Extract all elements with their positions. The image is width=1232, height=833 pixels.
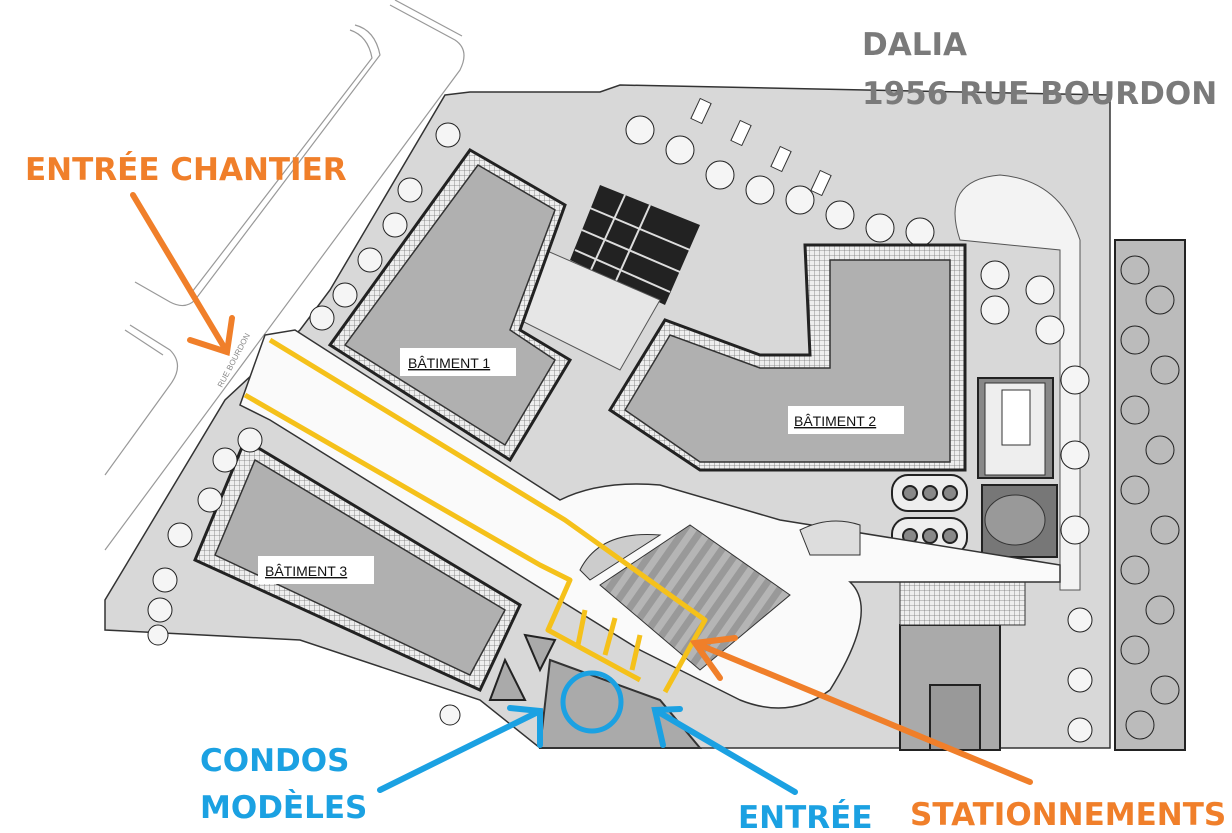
top-parking-stalls bbox=[690, 97, 832, 197]
trees-top bbox=[625, 115, 1093, 743]
tree-strip-trees bbox=[1120, 255, 1180, 740]
parking-lot bbox=[599, 524, 791, 671]
model-condos-arrow bbox=[377, 705, 543, 793]
model-condos-marker bbox=[560, 670, 624, 734]
site-entrance-arrow bbox=[130, 192, 235, 356]
building-2-label-bg bbox=[788, 406, 904, 434]
project-address: 1956 RUE BOURDON bbox=[862, 76, 1217, 112]
trees-left bbox=[147, 122, 461, 726]
model-condos-label-line1: CONDOS bbox=[200, 743, 349, 779]
entrance-label: ENTRÉE bbox=[738, 800, 873, 833]
building-lower-right bbox=[899, 579, 1026, 751]
play-structure bbox=[981, 484, 1058, 558]
tree-strip bbox=[1114, 239, 1186, 751]
building-2-label: BÂTIMENT 2 bbox=[794, 413, 876, 429]
building-3-label-bg bbox=[258, 556, 374, 584]
site-entrance-label: ENTRÉE CHANTIER bbox=[25, 152, 347, 188]
parking-arrow bbox=[689, 635, 1033, 785]
model-condos-label-line2: MODÈLES bbox=[200, 790, 367, 826]
building-3-label: BÂTIMENT 3 bbox=[265, 563, 347, 579]
access-road bbox=[239, 329, 1061, 709]
planters bbox=[891, 474, 968, 555]
building-1-label: BÂTIMENT 1 bbox=[408, 355, 490, 371]
entrance-arrow bbox=[651, 706, 798, 795]
pool-area bbox=[977, 377, 1054, 479]
project-name: DALIA bbox=[862, 27, 967, 63]
parking-label: STATIONNEMENTS bbox=[910, 797, 1226, 833]
roundabout-island bbox=[799, 520, 861, 556]
triangle-planters bbox=[488, 633, 557, 701]
construction-route-outline bbox=[243, 337, 708, 694]
construction-route-ticks bbox=[575, 609, 643, 671]
playground-area bbox=[954, 174, 1081, 591]
building-1-label-bg bbox=[400, 348, 516, 376]
